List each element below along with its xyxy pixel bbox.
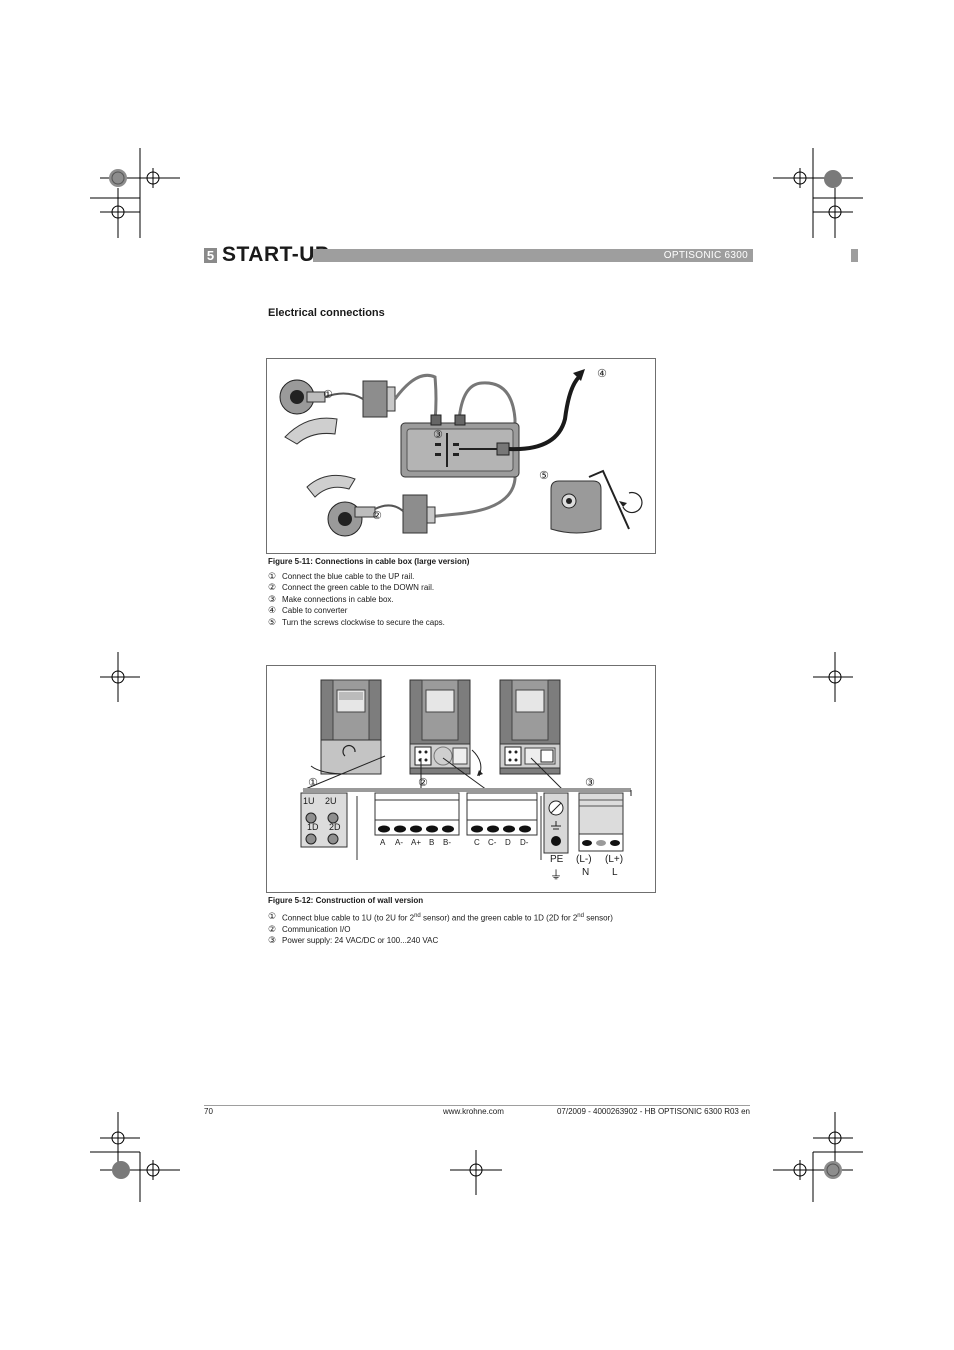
legend-number: ② <box>268 582 277 593</box>
legend-number: ⑤ <box>268 616 277 627</box>
legend-text: Connect blue cable to 1U (to 2U for 2nd … <box>282 911 613 924</box>
sensor-up-illustration <box>279 379 338 445</box>
callout-3: ③ <box>585 777 595 789</box>
io-terminal-label: A- <box>395 838 403 847</box>
legend-item: ② Connect the green cable to the DOWN rai… <box>268 582 668 593</box>
page-number: 70 <box>204 1107 213 1116</box>
figure1-caption: Figure 5-11: Connections in cable box (l… <box>268 557 470 566</box>
n-label: N <box>582 867 590 878</box>
product-name: OPTISONIC 6300 <box>663 250 748 261</box>
callout-4: ④ <box>597 368 607 380</box>
legend-item: ① Connect blue cable to 1U (to 2U for 2n… <box>268 911 688 924</box>
legend-number: ④ <box>268 605 277 616</box>
terminal-2u-label: 2U <box>325 796 337 806</box>
superscript: nd <box>577 913 584 919</box>
legend-text: Cable to converter <box>282 606 348 616</box>
legend-number: ③ <box>268 593 277 604</box>
legend-text-part: sensor) <box>583 913 613 923</box>
pe-label: PE <box>550 854 564 865</box>
earth-symbol: ⏚ <box>550 868 563 882</box>
legend-number: ① <box>268 571 277 581</box>
callout-5: ⑤ <box>539 470 549 482</box>
footer-website[interactable]: www.krohne.com <box>443 1107 504 1116</box>
l-plus-label: (L+) <box>605 854 624 865</box>
figure-wall-version: ① ② ③ 1U 2U 1D 2D A A- A+ B B- C C- D D-… <box>266 665 656 893</box>
legend-number: ① <box>268 911 277 921</box>
footer-rule <box>204 1105 750 1106</box>
terminal-1u-label: 1U <box>303 796 315 806</box>
terminal-2d-label: 2D <box>329 822 341 832</box>
callout-1: ① <box>323 389 333 401</box>
callout-2: ② <box>418 777 428 789</box>
legend-item: ④ Cable to converter <box>268 605 668 616</box>
legend-item: ③ Power supply: 24 VAC/DC or 100...240 VA… <box>268 935 688 946</box>
figure-cable-box: ① ② ③ ④ ⑤ <box>266 358 656 554</box>
callout-2: ② <box>372 510 382 522</box>
legend-text: Make connections in cable box. <box>282 594 394 604</box>
figure2-caption: Figure 5-12: Construction of wall versio… <box>268 896 424 905</box>
legend-number: ② <box>268 924 277 935</box>
section-title: START-UP <box>222 243 330 266</box>
superscript: nd <box>414 913 421 919</box>
housing-closed <box>320 679 382 775</box>
legend-text: Connect the blue cable to the UP rail. <box>282 572 415 581</box>
legend-item: ② Communication I/O <box>268 924 688 935</box>
legend-item: ① Connect the blue cable to the UP rail. <box>268 571 668 582</box>
io-terminal-label: D- <box>520 838 529 847</box>
legend-text-part: Connect blue cable to 1U (to 2U for 2 <box>282 913 415 923</box>
page-heading: Electrical connections <box>268 307 385 319</box>
legend-text: Power supply: 24 VAC/DC or 100...240 VAC <box>282 936 439 946</box>
io-terminal-label: A+ <box>411 838 422 847</box>
legend-number: ③ <box>268 935 277 946</box>
legend-text: Turn the screws clockwise to secure the … <box>282 617 445 627</box>
io-terminal-label: A <box>380 838 386 847</box>
io-terminal-label: B- <box>443 838 451 847</box>
l-minus-label: (L-) <box>576 854 592 865</box>
section-number: 5 <box>204 248 217 263</box>
io-terminal-label: B <box>429 838 435 847</box>
terminal-1d-label: 1D <box>307 822 319 832</box>
header-bar: OPTISONIC 6300 <box>313 249 753 262</box>
legend-text: Connect the green cable to the DOWN rail… <box>282 583 435 593</box>
footer-doc-id: 07/2009 - 4000263902 - HB OPTISONIC 6300… <box>556 1107 750 1116</box>
cable-box-illustration <box>279 369 643 537</box>
legend-text: Communication I/O <box>282 925 351 935</box>
io-terminal-label: C <box>474 838 480 847</box>
io-terminal-label: C- <box>488 838 497 847</box>
sensor-down-illustration <box>306 474 376 537</box>
callout-1: ① <box>308 777 318 789</box>
legend-text-part: sensor) and the green cable to 1D (2D fo… <box>420 913 578 923</box>
housing-open-power <box>499 679 561 775</box>
l-label: L <box>612 867 618 878</box>
header-tab <box>851 249 858 262</box>
wall-version-illustration <box>300 679 632 860</box>
io-terminal-label: D <box>505 838 511 847</box>
legend-item: ③ Make connections in cable box. <box>268 594 668 605</box>
legend-item: ⑤ Turn the screws clockwise to secure the… <box>268 617 668 628</box>
figure2-legend: ① Connect blue cable to 1U (to 2U for 2n… <box>268 911 688 947</box>
callout-3: ③ <box>433 429 443 441</box>
housing-open-io <box>409 679 471 775</box>
